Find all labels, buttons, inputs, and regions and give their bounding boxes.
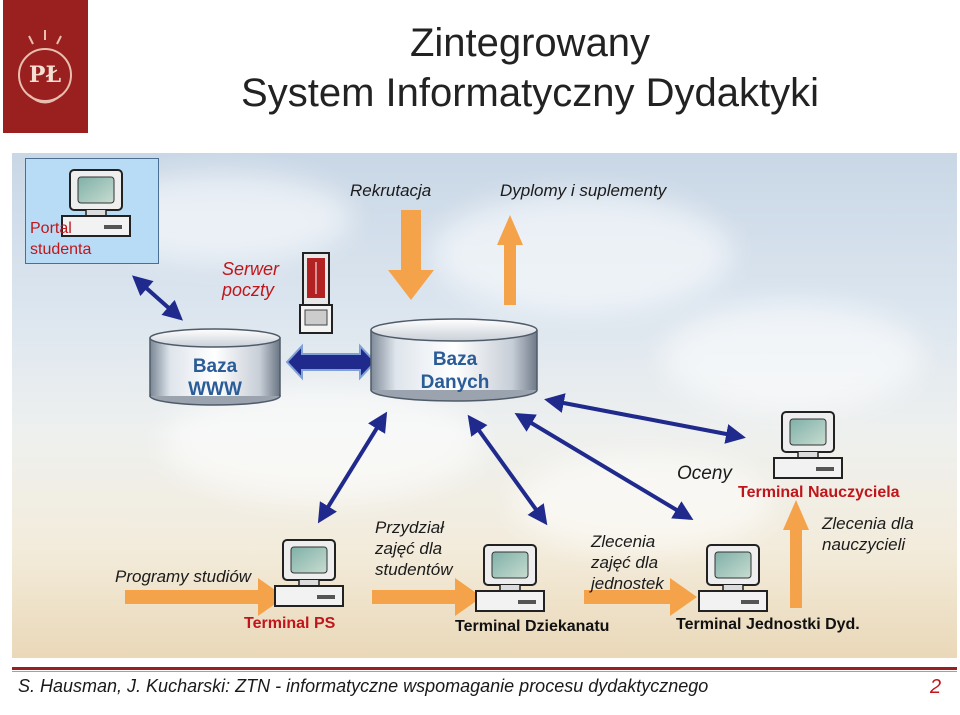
- link-portal-www: [132, 275, 183, 321]
- navy-connectors: [132, 275, 746, 526]
- footer-divider-thin: [12, 671, 957, 672]
- arrow-www-db: [285, 343, 377, 381]
- footer-divider: [12, 667, 957, 670]
- terminal-nauczyciela-label: Terminal Nauczyciela: [738, 484, 900, 501]
- arrow-rekrutacja: [388, 210, 434, 300]
- arrow-zlecenia-nauczycieli: [783, 500, 809, 608]
- serwer-poczty-label: Serwer poczty: [222, 259, 280, 300]
- slide-header: PŁ Zintegrowany System Informatyczny Dyd…: [0, 0, 960, 145]
- terminal-dziekanatu-label: Terminal Dziekanatu: [455, 618, 610, 635]
- baza-danych-label: Baza Danych: [420, 349, 490, 393]
- link-db-dziekanat-1: [467, 414, 548, 526]
- baza-www-label: Baza WWW: [188, 356, 242, 400]
- title-line-1: Zintegrowany: [409, 21, 651, 65]
- svg-text:PŁ: PŁ: [29, 62, 62, 88]
- portal-label: Portal studenta: [30, 220, 92, 258]
- university-logo: PŁ: [3, 0, 88, 133]
- terminal-dziekanatu-icon: [475, 544, 545, 612]
- rekrutacja-label: Rekrutacja: [350, 181, 432, 200]
- baza-danych-cylinder: [370, 318, 538, 402]
- programy-label: Programy studiów: [115, 567, 252, 586]
- server-icon: [299, 252, 333, 334]
- terminal-ps-label: Terminal PS: [244, 615, 336, 632]
- dyplomy-label: Dyplomy i suplementy: [500, 181, 667, 200]
- terminal-jednostki-label: Terminal Jednostki Dyd.: [676, 616, 860, 633]
- link-db-nauczyciel: [544, 393, 746, 444]
- link-db-dziekanat-2: [514, 412, 694, 521]
- footer-text: S. Hausman, J. Kucharski: ZTN - informat…: [18, 676, 709, 696]
- slide-title: Zintegrowany System Informatyczny Dydakt…: [160, 18, 900, 118]
- link-db-ps: [317, 411, 388, 524]
- arrow-dyplomy: [497, 215, 523, 305]
- arrow-programy: [125, 578, 285, 616]
- arrow-przydzial: [372, 578, 482, 616]
- arrow-zlecenia-jednostek: [584, 578, 697, 616]
- orange-arrows: [125, 210, 809, 616]
- oceny-label: Oceny: [677, 463, 732, 484]
- terminal-nauczyciela-icon: [773, 411, 843, 479]
- zlecenia-nauczycieli-label: Zlecenia dla nauczycieli: [822, 514, 914, 554]
- title-line-2: System Informatyczny Dydaktyki: [241, 71, 819, 115]
- baza-www-cylinder: [149, 328, 281, 406]
- przydzial-label: Przydział zajęć dla studentów: [375, 518, 453, 579]
- zlecenia-jednostek-label: Zlecenia zajęć dla jednostek: [591, 532, 664, 593]
- page-number: 2: [930, 676, 942, 698]
- terminal-jednostki-icon: [698, 544, 768, 612]
- terminal-ps-icon: [274, 539, 344, 607]
